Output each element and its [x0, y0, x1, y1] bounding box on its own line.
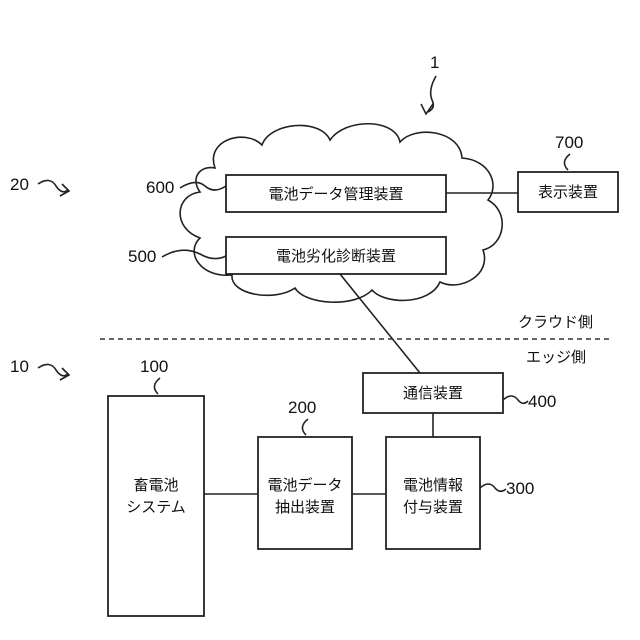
ref-diag: 500 [128, 247, 156, 266]
battery-info-assignment-label-line2: 付与装置 [403, 498, 463, 516]
ref-mgmt: 600 [146, 178, 174, 197]
battery-data-extraction-label-line1: 電池データ [267, 476, 342, 494]
battery-data-management-label: 電池データ管理装置 [268, 185, 403, 203]
ref-mgmt-leader [180, 182, 226, 190]
ref-comm-leader [503, 396, 528, 403]
ref-extract-leader [302, 419, 308, 435]
ref-display-leader [564, 154, 570, 170]
ref-cloud: 20 [10, 175, 29, 194]
ref-battery: 100 [140, 357, 168, 376]
display-device-label: 表示装置 [538, 183, 598, 201]
battery-degradation-diagnosis-label: 電池劣化診断装置 [276, 247, 396, 265]
ref-edge: 10 [10, 357, 29, 376]
ref-info-leader [480, 484, 506, 491]
diag-to-comm-link [340, 274, 420, 373]
edge-side-label: エッジ側 [526, 348, 586, 366]
battery-system-label-line2: システム [126, 498, 186, 516]
ref-extract: 200 [288, 398, 316, 417]
battery-system-label-line1: 畜電池 [133, 476, 178, 494]
ref-edge-arrowhead [60, 368, 69, 380]
ref-info: 300 [506, 479, 534, 498]
ref-cloud-arrowhead [60, 184, 69, 196]
battery-data-extraction-label-line2: 抽出装置 [275, 498, 335, 516]
communication-device-label: 通信装置 [403, 384, 463, 402]
cloud-side-label: クラウド側 [518, 313, 593, 331]
ref-battery-leader [154, 378, 160, 394]
battery-info-assignment-label-line1: 電池情報 [403, 476, 463, 494]
ref-system: 1 [430, 53, 439, 72]
ref-display: 700 [555, 133, 583, 152]
ref-comm: 400 [528, 392, 556, 411]
